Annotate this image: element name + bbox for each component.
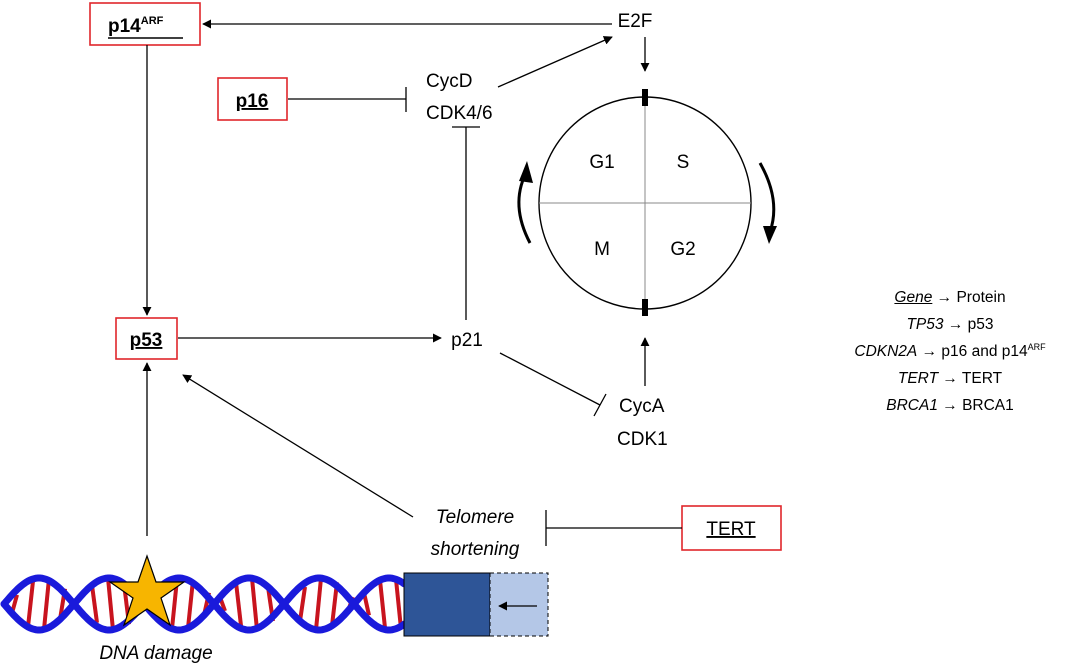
legend-header-arrow: → [936,289,953,306]
telomere-lost-block [489,572,549,637]
checkpoint-top [642,89,648,106]
shortening-label: shortening [431,539,520,560]
telomere-block [403,572,491,637]
e2f-label: E2F [618,11,653,32]
phase-s: S [677,152,690,173]
dna-rung [90,584,99,624]
rotation-arrow-left [517,172,532,244]
dna-rung [26,580,35,628]
p16-box [217,77,288,121]
legend-gene: BRCA1 [886,397,938,415]
p21-label: p21 [451,330,483,351]
dna-rung [186,579,195,629]
p14arf-label: p14ARF [108,15,164,37]
cycd-label: CycD [426,71,472,92]
legend-row: TP53 → p53 [830,309,1070,336]
dna-helix [0,574,408,634]
legend-protein: p53 [967,316,994,334]
tert-box [681,505,782,551]
rotation-arrowhead-right [763,226,777,244]
dna-damage-label: DNA damage [99,643,212,664]
legend: Gene → Protein TP53 → p53 CDKN2A → p16 a… [830,286,1070,418]
dna-rung [106,577,115,631]
cell-cycle: G1 S M G2 [517,89,777,316]
p53-box [115,317,178,360]
legend-row: BRCA1 → BRCA1 [830,390,1070,417]
cyca-label: CycA [619,396,665,417]
dna-rung [394,579,403,629]
dna-strand-a [0,574,408,634]
dna-rung [378,579,387,629]
p16-label: p16 [236,91,269,112]
legend-header: Gene → Protein [830,286,1070,309]
rotation-arrowhead-left [519,161,533,183]
rotation-arrow-right [758,162,776,233]
edge-cycd-to-e2f [497,36,613,88]
legend-arrow: → [921,343,938,361]
legend-gene: TERT [897,370,939,388]
legend-row: CDKN2A → p16 and p14ARF [830,336,1070,363]
phase-g2: G2 [670,239,695,260]
cdk1-label: CDK1 [617,429,668,450]
legend-protein: p16 and p14 [941,343,1028,361]
legend-arrow: → [942,397,958,415]
edge-p21-inhibits-cyca [499,352,601,406]
legend-gene: TP53 [906,316,944,334]
legend-arrow: → [947,316,964,334]
legend-protein: TERT [961,370,1003,388]
legend-header-gene: Gene [894,289,933,306]
p16-node: p16 [217,77,288,121]
legend-arrow: → [942,370,958,388]
dna-rung [234,582,243,626]
p53-node: p53 [115,317,178,360]
legend-protein: BRCA1 [962,397,1014,415]
dna-strand-b [0,574,408,634]
telomere-label: Telomere [436,507,515,528]
dna-rung [250,578,259,630]
cdk46-label: CDK4/6 [426,103,493,124]
edge-telomere-to-p53 [182,374,414,518]
legend-gene: CDKN2A [854,343,918,361]
tert-label: TERT [706,519,756,540]
dna-rung [42,578,51,630]
legend-sup: ARF [1027,342,1046,353]
dna-rung [298,586,307,622]
inhibit-bar-cyca [593,393,607,417]
p14arf-node: p14ARF [89,2,201,46]
p53-label: p53 [130,330,163,351]
dna-damage-star-icon [108,554,186,627]
phase-g1: G1 [589,152,614,173]
dna-rung [314,578,323,630]
legend-header-protein: Protein [956,289,1006,306]
checkpoint-bottom [642,299,648,316]
legend-row: TERT → TERT [830,363,1070,390]
tert-node: TERT [681,505,782,551]
phase-m: M [594,239,610,260]
